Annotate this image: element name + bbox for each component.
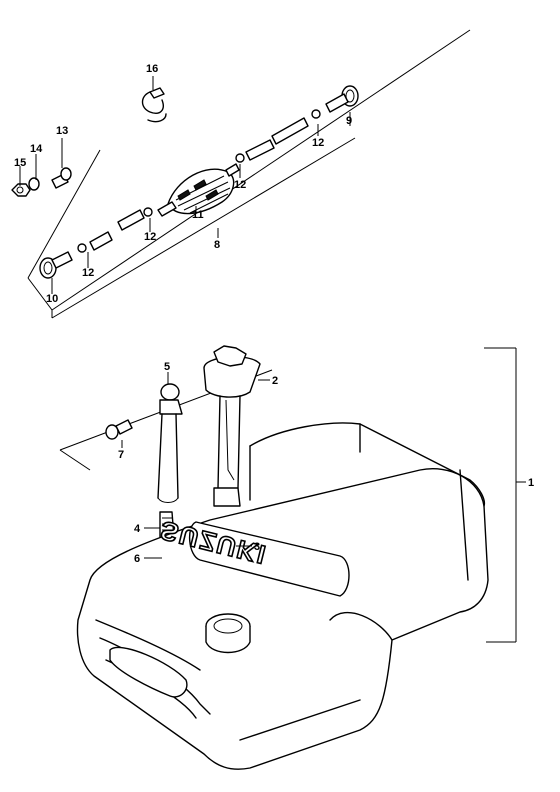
fitting-parts <box>11 167 72 197</box>
callout-12b: 12 <box>234 179 246 191</box>
callout-12a: 12 <box>312 137 324 149</box>
callout-5: 5 <box>164 361 170 373</box>
callout-7: 7 <box>118 449 124 461</box>
callout-2: 2 <box>272 375 278 387</box>
callout-4: 4 <box>134 523 141 535</box>
engine-side-connector <box>325 85 359 113</box>
callout-8: 8 <box>214 239 220 251</box>
callout-15: 15 <box>14 157 26 169</box>
hose-clip <box>141 87 167 123</box>
callout-12c: 12 <box>144 231 156 243</box>
callout-leaders <box>19 76 351 559</box>
callout-10: 10 <box>46 293 58 305</box>
callout-6: 6 <box>134 553 140 565</box>
callout-13: 13 <box>56 125 68 137</box>
callout-16: 16 <box>146 63 158 75</box>
hose-assembly-frame <box>27 29 471 319</box>
primer-bulb <box>157 163 240 217</box>
fuel-gauge <box>203 345 261 507</box>
callout-11: 11 <box>192 209 204 221</box>
callout-1: 1 <box>528 477 534 489</box>
fuel-hose-segments <box>89 117 309 251</box>
callout-9: 9 <box>346 115 352 127</box>
callout-numbers: 1 2 3 4 5 6 7 8 9 10 11 12 12 12 12 13 1… <box>14 63 534 565</box>
tank-fitting <box>105 419 133 440</box>
hose-clamps <box>77 109 321 253</box>
tank-side-connector <box>39 251 73 279</box>
callout-12d: 12 <box>82 267 94 279</box>
fuel-tank-body: SUZUKI <box>76 422 489 770</box>
callout-3: 3 <box>254 541 260 553</box>
callout-14: 14 <box>30 143 43 155</box>
vent-pipe <box>157 383 183 503</box>
